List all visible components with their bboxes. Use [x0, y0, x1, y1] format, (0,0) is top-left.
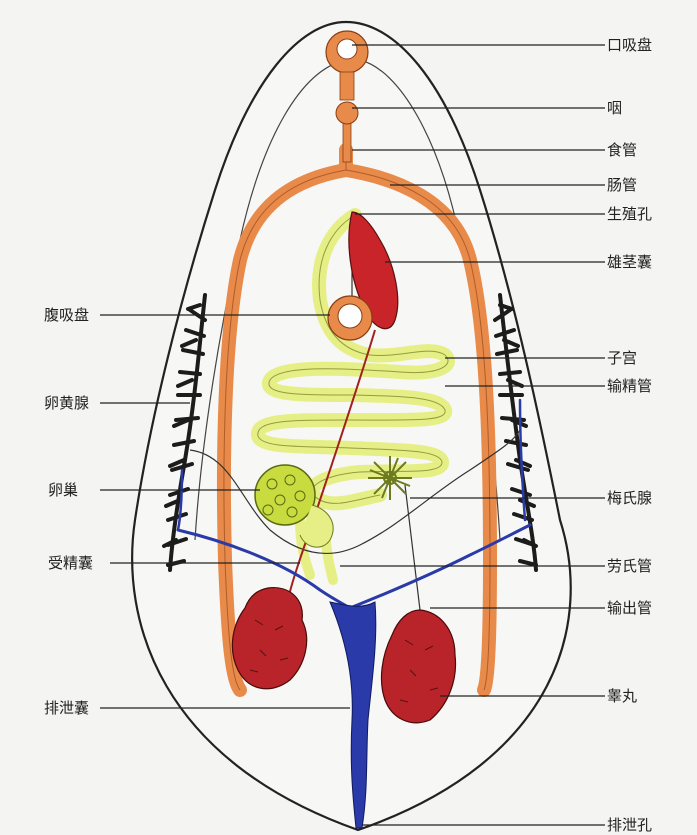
oral-sucker-neck [340, 72, 354, 100]
esophagus [343, 122, 351, 162]
label-testis: 睾丸 [607, 687, 637, 705]
ventral-sucker-opening [338, 304, 362, 328]
label-vas-deferens: 输精管 [607, 377, 652, 395]
oral-sucker-opening [337, 39, 357, 59]
label-laurer-canal: 劳氏管 [607, 557, 652, 575]
label-genital-pore: 生殖孔 [607, 205, 652, 223]
label-ventral-sucker: 腹吸盘 [44, 306, 89, 324]
pharynx [336, 102, 358, 124]
label-pharynx: 咽 [607, 99, 622, 117]
label-ovary: 卵巢 [48, 481, 78, 499]
label-seminal-receptacle: 受精囊 [48, 554, 93, 572]
label-cirrus-sac: 雄茎囊 [607, 253, 652, 271]
label-vas-efferens: 输出管 [607, 599, 652, 617]
label-uterus: 子宫 [607, 349, 637, 367]
label-mehlis-gland: 梅氏腺 [607, 489, 652, 507]
label-intestine: 肠管 [607, 176, 637, 194]
label-oral-sucker: 口吸盘 [607, 36, 652, 54]
label-vitelline-gland: 卵黄腺 [44, 394, 89, 412]
label-excretory-pore: 排泄孔 [607, 816, 652, 834]
label-excretory-bladder: 排泄囊 [44, 699, 89, 717]
mehlis-gland [368, 456, 412, 500]
label-esophagus: 食管 [607, 141, 637, 159]
ovary [255, 465, 315, 525]
